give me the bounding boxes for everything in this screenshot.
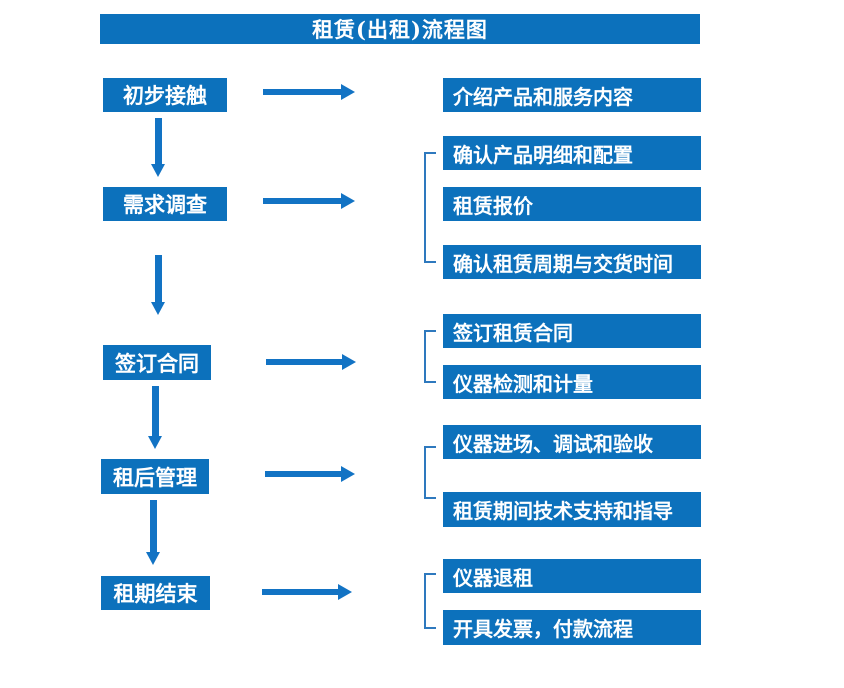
flowchart-title: 租赁(出租)流程图 <box>100 14 700 44</box>
detail-box-rental-quote: 租赁报价 <box>443 187 701 221</box>
step-box-rental-end: 租期结束 <box>101 576 210 610</box>
group-bracket-rental-end <box>424 573 436 629</box>
detail-box-instrument-return: 仪器退租 <box>443 559 701 593</box>
detail-box-intro-products-services: 介绍产品和服务内容 <box>443 78 701 112</box>
step-box-sign-contract: 签订合同 <box>103 345 211 380</box>
detail-box-invoice-payment: 开具发票，付款流程 <box>443 610 701 645</box>
right-arrow-3 <box>266 354 356 370</box>
down-arrow-2 <box>151 255 165 315</box>
detail-box-sign-rental-contract: 签订租赁合同 <box>443 314 701 348</box>
right-arrow-2 <box>263 193 355 209</box>
down-arrow-3 <box>148 386 162 449</box>
step-box-initial-contact: 初步接触 <box>103 78 227 112</box>
detail-box-confirm-rental-period-delivery: 确认租赁周期与交货时间 <box>443 245 701 279</box>
group-bracket-demand-survey <box>424 152 436 263</box>
group-bracket-sign-contract <box>424 330 436 383</box>
down-arrow-1 <box>151 118 165 177</box>
step-box-post-rental-management: 租后管理 <box>101 459 209 494</box>
step-box-demand-survey: 需求调查 <box>103 187 227 221</box>
detail-box-instrument-setup-acceptance: 仪器进场、调试和验收 <box>443 425 701 459</box>
detail-box-instrument-inspection-metering: 仪器检测和计量 <box>443 365 701 399</box>
right-arrow-5 <box>262 584 352 600</box>
right-arrow-4 <box>265 466 355 482</box>
group-bracket-post-rental <box>424 446 436 499</box>
detail-box-tech-support-guidance: 租赁期间技术支持和指导 <box>443 492 701 527</box>
right-arrow-1 <box>263 84 355 100</box>
detail-box-confirm-product-config: 确认产品明细和配置 <box>443 136 701 170</box>
down-arrow-4 <box>146 500 160 565</box>
